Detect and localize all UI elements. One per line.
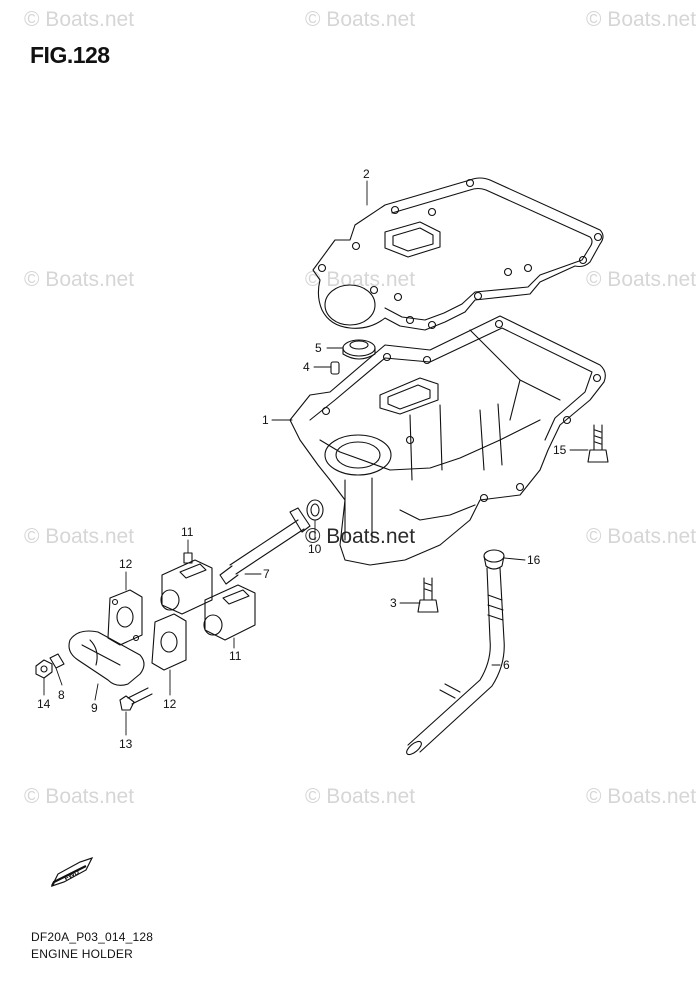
- diagram-caption: ENGINE HOLDER: [31, 947, 133, 961]
- watermark: © Boats.net: [24, 785, 135, 808]
- watermark: © Boats.net: [24, 525, 135, 548]
- callout-16: 16: [527, 553, 541, 567]
- callout-9: 9: [91, 701, 98, 715]
- callout-2: 2: [363, 167, 370, 181]
- callout-3: 3: [390, 596, 397, 610]
- hose-part-6[interactable]: [405, 567, 505, 757]
- callout-4: 4: [303, 360, 310, 374]
- callout-8: 8: [58, 688, 65, 702]
- callout-10: 10: [308, 542, 322, 556]
- watermark: © Boats.net: [586, 785, 697, 808]
- watermark: © Boats.net: [24, 8, 135, 31]
- watermark: © Boats.net: [586, 268, 697, 291]
- callout-12-upper: 12: [119, 557, 133, 571]
- callout-5: 5: [315, 341, 322, 355]
- watermark: © Boats.net: [586, 8, 697, 31]
- bolt-part-3[interactable]: [417, 577, 439, 613]
- plate-part-12-upper[interactable]: [107, 589, 143, 646]
- leader-lines: [43, 180, 589, 736]
- nut-part-14[interactable]: [35, 659, 53, 679]
- watermark: © Boats.net: [305, 785, 416, 808]
- fwd-arrow-icon: FWD: [50, 856, 94, 888]
- bracket-part-9[interactable]: [68, 630, 145, 686]
- callout-7: 7: [263, 567, 270, 581]
- callout-6: 6: [503, 658, 510, 672]
- diagram-code: DF20A_P03_014_128: [31, 930, 154, 944]
- callout-11-lower: 11: [229, 649, 242, 663]
- callout-13: 13: [119, 737, 133, 751]
- seal-part-5[interactable]: [342, 339, 376, 360]
- bolt-part-15[interactable]: [587, 424, 609, 463]
- watermark: © Boats.net: [305, 525, 416, 548]
- gasket-part-2[interactable]: [312, 177, 604, 331]
- watermark: © Boats.net: [586, 525, 697, 548]
- callout-11-upper: 11: [181, 525, 194, 539]
- pin-part-4[interactable]: [330, 361, 340, 375]
- callout-15: 15: [553, 443, 567, 457]
- washer-part-10[interactable]: [306, 499, 324, 521]
- engine-holder-part-1[interactable]: [289, 315, 606, 566]
- bolt-part-7[interactable]: [219, 507, 311, 585]
- watermark: © Boats.net: [305, 268, 416, 291]
- mount-part-11-upper[interactable]: [160, 552, 213, 615]
- washer-part-8[interactable]: [49, 653, 65, 669]
- callout-14: 14: [37, 697, 51, 711]
- plate-part-12-lower[interactable]: [151, 613, 187, 671]
- figure-title: FIG.128: [30, 42, 110, 68]
- callout-12-lower: 12: [163, 697, 177, 711]
- bolt-part-13[interactable]: [119, 687, 153, 711]
- callout-1: 1: [262, 413, 269, 427]
- watermark: © Boats.net: [305, 8, 416, 31]
- watermark: © Boats.net: [24, 268, 135, 291]
- mount-part-11-lower[interactable]: [203, 584, 256, 641]
- clip-part-16[interactable]: [483, 549, 505, 570]
